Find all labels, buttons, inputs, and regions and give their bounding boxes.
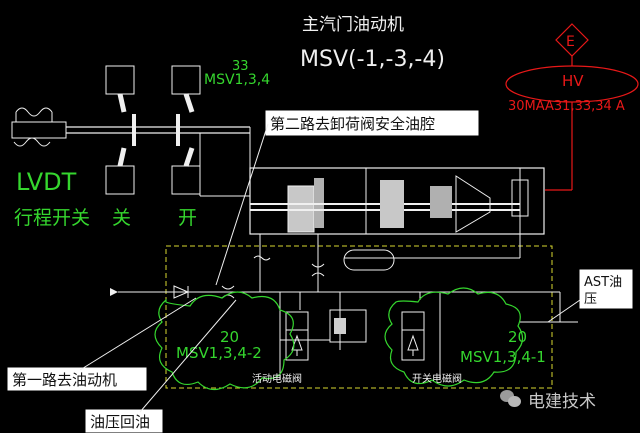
accumulator: [343, 249, 395, 271]
right-valve-name: 开关电磁阀: [412, 372, 462, 385]
open-label: 开: [178, 207, 197, 229]
hv-valve-symbol: E HV 30MAA31,33,34 A: [505, 23, 639, 191]
lvdt-label: LVDT: [16, 168, 77, 196]
callout-second-path-box: [265, 110, 479, 136]
hv-code: 30MAA31,33,34 A: [508, 99, 625, 114]
msv-top-code: MSV1,3,4: [204, 72, 270, 88]
wechat-icon: [500, 390, 522, 408]
left-valve-code: MSV1,3,4-2: [176, 344, 262, 362]
callout-first-path: 第一路去油动机: [12, 371, 117, 389]
ast-callout-box: [579, 269, 633, 309]
manifold-block: [165, 245, 553, 389]
msv-top-number: 33: [232, 59, 249, 74]
right-valve-code: MSV1,3,4-1: [460, 348, 546, 366]
lvdt-coil: [11, 107, 67, 147]
check-valve: [173, 285, 190, 299]
travel-switch-label: 行程开关: [14, 207, 90, 229]
travel-switch-close: [105, 65, 136, 195]
hv-letter-e: E: [566, 34, 575, 50]
ast-label-line1: AST油: [584, 275, 622, 290]
left-cloud-highlight: [154, 291, 295, 391]
left-valve-name: 活动电磁阀: [252, 372, 302, 385]
callout-second-path: 第二路去卸荷阀安全油腔: [270, 115, 435, 133]
left-valve-number: 20: [220, 328, 239, 346]
watermark-text: 电建技术: [528, 391, 596, 412]
callout-return-oil-box: [85, 409, 163, 433]
callout-first-path-box: [7, 367, 147, 391]
right-cloud-highlight: [384, 287, 524, 387]
watermark: 电建技术: [500, 384, 632, 414]
close-label: 关: [112, 207, 131, 229]
travel-switch-open: [171, 65, 201, 195]
callout-return-oil: 油压回油: [90, 413, 150, 431]
title-chinese: 主汽门油动机: [302, 15, 404, 35]
actuator-cylinder: [249, 167, 545, 235]
right-solenoid-valve: [401, 311, 425, 361]
ast-label-line2: 压: [584, 292, 597, 307]
right-valve-number: 20: [508, 328, 527, 346]
left-solenoid-valve: [285, 309, 367, 361]
orifice-2: [311, 263, 325, 277]
title-code: MSV(-1,-3,-4): [300, 47, 445, 72]
hv-label: HV: [562, 72, 584, 90]
